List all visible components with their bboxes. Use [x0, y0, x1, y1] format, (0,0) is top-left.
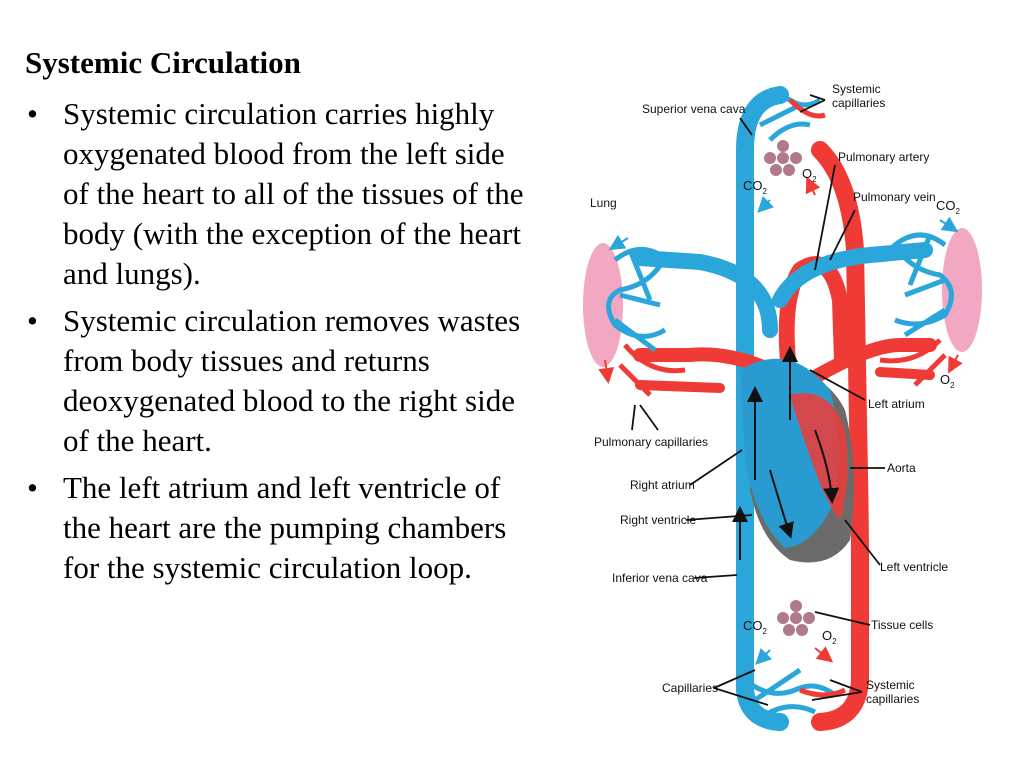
- gas-arrow: [814, 646, 834, 663]
- pulmonary-artery-right: [772, 242, 933, 308]
- label-aorta: Aorta: [887, 461, 916, 475]
- pulmonary-artery-vessel: [632, 250, 778, 338]
- label-lung: Lung: [590, 196, 617, 210]
- bullet-marker: •: [27, 470, 38, 505]
- gas-arrow: [608, 234, 629, 251]
- bullet-item: • The left atrium and left ventricle of t…: [25, 468, 535, 588]
- subscript: 2: [956, 207, 961, 216]
- slide-title: Systemic Circulation: [25, 45, 301, 80]
- label-o2-top: O2: [802, 166, 817, 184]
- inferior-vena-cava-vessel: [736, 551, 789, 731]
- co2-text: CO: [743, 178, 763, 193]
- label-systemic-capillaries-top-2: capillaries: [832, 96, 885, 110]
- heart: [740, 358, 854, 563]
- label-o2-lung: O2: [940, 372, 955, 390]
- label-right-atrium: Right atrium: [630, 478, 695, 492]
- subscript: 2: [763, 187, 768, 196]
- bullet-item: • Systemic circulation carries highly oxy…: [25, 94, 535, 294]
- heart-flow-arrows: [732, 346, 840, 560]
- tissue-cells-bottom: [777, 600, 815, 636]
- label-systemic-capillaries-bottom-2: capillaries: [866, 692, 919, 706]
- o2-text: O: [940, 372, 950, 387]
- co2-text: CO: [936, 198, 956, 213]
- label-superior-vena-cava: Superior vena cava: [642, 102, 746, 116]
- bullet-list: • Systemic circulation carries highly oxy…: [25, 94, 535, 595]
- label-systemic-capillaries-bottom-1: Systemic: [866, 678, 915, 692]
- right-pulmonary-capillaries: [879, 232, 954, 387]
- capillary-networks: [606, 94, 954, 718]
- label-left-ventricle: Left ventricle: [880, 560, 948, 574]
- label-co2-bottom: CO2: [743, 618, 768, 636]
- o2-text: O: [802, 166, 812, 181]
- label-capillaries: Capillaries: [662, 681, 718, 695]
- label-pulmonary-artery: Pulmonary artery: [838, 150, 929, 164]
- gas-arrow: [598, 359, 615, 384]
- label-co2-lung: CO2: [936, 198, 961, 216]
- subscript: 2: [950, 381, 955, 390]
- label-o2-bottom: O2: [822, 628, 837, 646]
- tissue-cells-top: [764, 140, 802, 176]
- bullet-text: Systemic circulation carries highly oxyg…: [63, 96, 524, 291]
- label-pulmonary-capillaries: Pulmonary capillaries: [594, 435, 708, 449]
- bullet-text: The left atrium and left ventricle of th…: [63, 470, 507, 585]
- flow-arrow: [814, 429, 840, 504]
- bullet-marker: •: [27, 303, 38, 338]
- aorta-vessel: [811, 141, 869, 731]
- right-lung-tissue: [942, 228, 982, 352]
- pulmonary-vein-left-2: [635, 380, 725, 393]
- gas-arrow: [948, 354, 963, 374]
- label-left-atrium: Left atrium: [868, 397, 925, 411]
- flow-arrow: [769, 469, 794, 539]
- lower-systemic-capillaries: [743, 667, 847, 718]
- label-tissue-cells: Tissue cells: [871, 618, 933, 632]
- upper-systemic-capillaries: [750, 94, 826, 142]
- o2-text: O: [822, 628, 832, 643]
- gas-arrow: [757, 195, 775, 213]
- left-pulmonary-capillaries: [606, 247, 686, 397]
- subscript: 2: [832, 637, 837, 646]
- label-systemic-capillaries-top-1: Systemic: [832, 82, 881, 96]
- bullet-marker: •: [27, 96, 38, 131]
- leader-lines: [631, 94, 885, 706]
- subscript: 2: [812, 175, 817, 184]
- co2-text: CO: [743, 618, 763, 633]
- gas-arrow: [939, 216, 959, 233]
- label-inferior-vena-cava: Inferior vena cava: [612, 571, 708, 585]
- left-lung-tissue: [583, 243, 623, 367]
- label-co2-top: CO2: [743, 178, 768, 196]
- pulmonary-vein-right: [803, 338, 937, 387]
- bullet-item: • Systemic circulation removes wastes fro…: [25, 301, 535, 461]
- circulation-diagram: Systemic capillaries Superior vena cava …: [583, 82, 982, 731]
- gas-arrow: [755, 647, 773, 665]
- pulmonary-vein-right-2: [875, 367, 935, 380]
- bullet-text: Systemic circulation removes wastes from…: [63, 303, 521, 458]
- label-pulmonary-vein: Pulmonary vein: [853, 190, 936, 204]
- subscript: 2: [763, 627, 768, 636]
- label-right-ventricle: Right ventricle: [620, 513, 696, 527]
- gas-arrow: [805, 176, 821, 196]
